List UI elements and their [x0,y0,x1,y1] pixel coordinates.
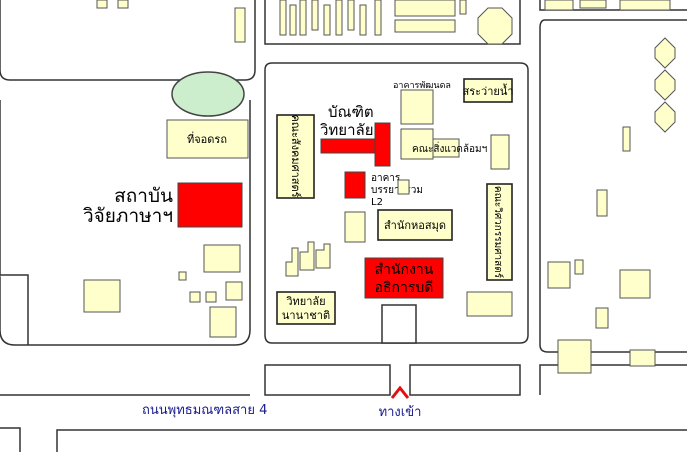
swimming-pool-label: สระว่ายน้ำ [462,83,513,98]
development-building: อาคารพัฒนดล [393,81,451,125]
right-block-octagons [654,37,676,133]
library: สำนักหอสมุด [377,209,453,241]
entrance-marker: ทางเข้า [379,385,422,420]
graduate-college-label-line2: วิทยาลัย [319,121,373,139]
language-institute: สถาบัน วิจัยภาษาฯ [83,182,243,228]
dormitory-buildings [285,241,331,277]
environment-faculty-label: คณะสิ่งแวดล้อมฯ [412,141,487,155]
library-label: สำนักหอสมุด [384,219,446,232]
international-college-label-line1: วิทยาลัย [286,295,326,308]
lecture-hall-label-line2: บรรยายรวม [371,185,423,196]
gatehouse [381,304,417,344]
top-left-buildings [96,0,671,45]
president-office: สำนักงาน อธิการบดี [364,257,444,299]
international-college-label-line2: นานาชาติ [282,309,330,322]
language-institute-label-line1: สถาบัน [114,185,173,207]
social-sciences-building: คณะสังคมศาสตร์ [276,114,315,199]
engineering-label: คณะวิศวกรรมศาสตร์ [492,186,504,279]
environment-faculty: คณะสิ่งแวดล้อมฯ [400,128,510,170]
lecture-hall-l2: อาคาร บรรยายรวม L2 [344,171,423,208]
lecture-hall-label-line3: L2 [371,197,383,208]
small-building [466,291,513,317]
right-block-buildings [547,126,656,374]
octagon-building [477,7,513,45]
small-building [344,211,366,243]
sports-field [171,71,245,117]
graduate-college-label-line1: บัณฑิต [328,103,374,121]
left-block-small-buildings [83,244,243,338]
language-institute-label-line2: วิจัยภาษาฯ [83,205,173,227]
graduate-college: บัณฑิต วิทยาลัย [319,103,391,167]
parking-area: ที่จอดรถ [166,119,249,159]
international-college: วิทยาลัย นานาชาติ [276,291,336,325]
road-label: ถนนพุทธมณฑลสาย 4 [142,403,267,418]
entrance-label: ทางเข้า [379,405,422,420]
president-office-label-line1: สำนักงาน [375,262,434,278]
social-sciences-label: คณะสังคมศาสตร์ [289,114,302,197]
swimming-pool: สระว่ายน้ำ [462,78,514,103]
engineering-faculty: คณะวิศวกรรมศาสตร์ [486,183,513,281]
small-building [397,179,410,195]
parking-label: ที่จอดรถ [187,131,227,146]
development-building-label: อาคารพัฒนดล [393,81,451,91]
president-office-label-line2: อธิการบดี [375,280,434,296]
lecture-hall-label-line1: อาคาร [371,173,401,184]
